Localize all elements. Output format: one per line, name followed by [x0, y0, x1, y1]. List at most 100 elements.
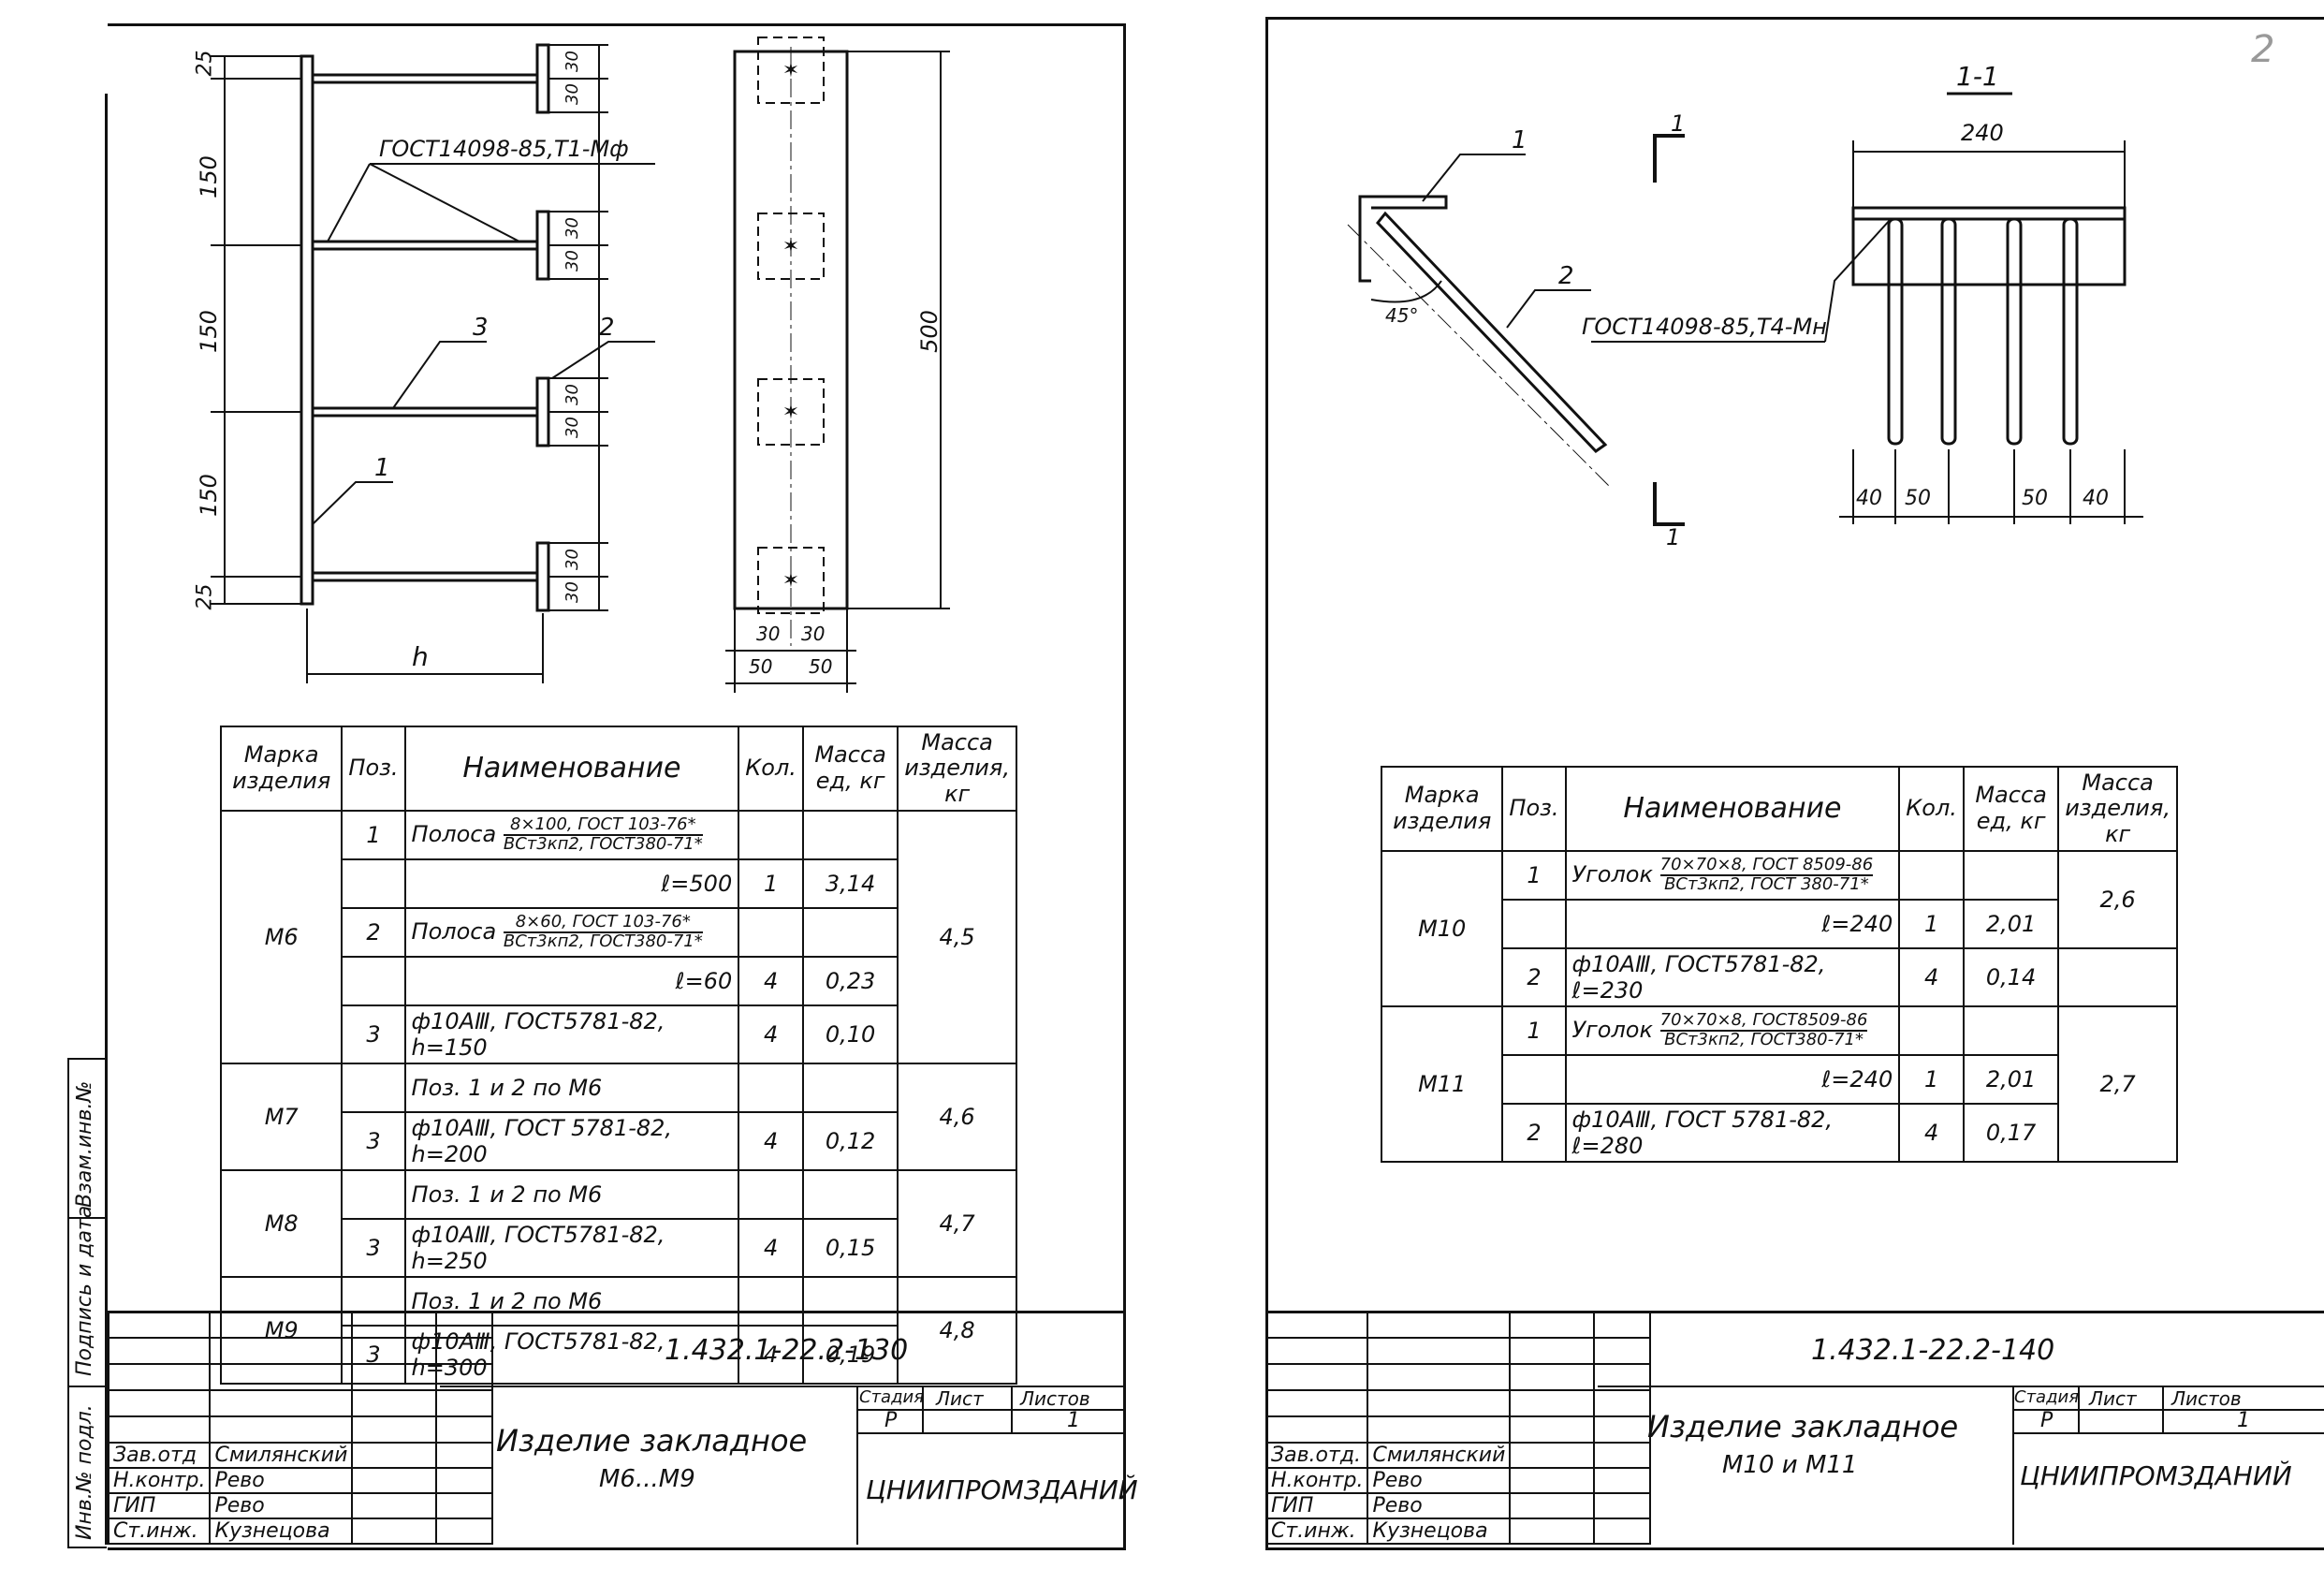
- mass-0-15: 0,15: [801, 1218, 899, 1278]
- dim-30-plan-r: 30: [801, 623, 826, 645]
- tb-code-divider-right: [1598, 1386, 2324, 1387]
- cut-label-bottom: 1: [1666, 524, 1681, 550]
- mark-m7: М7: [219, 1063, 343, 1171]
- name-polosa-100: Полоса 8×100, ГОСТ 103-76*ВСт3кп2, ГОСТ3…: [403, 810, 740, 860]
- sheet-label-left: Лист: [936, 1387, 984, 1410]
- qty-4: 4: [738, 956, 804, 1006]
- strip-divider-1: [67, 1217, 105, 1219]
- name-1: Рево: [209, 1467, 354, 1494]
- m8-qty: 4: [738, 1218, 804, 1278]
- r-hdr-qty: Кол.: [1898, 766, 1965, 852]
- corner-sheet-mark: 2: [2251, 28, 2275, 71]
- plate-elevation: [300, 54, 314, 606]
- r-name-3: Кузнецова: [1367, 1518, 1512, 1545]
- sheets-value-left: 1: [1067, 1409, 1080, 1432]
- dim-50-l: 50: [1905, 487, 1931, 510]
- r-name-1: Рево: [1367, 1467, 1512, 1494]
- mark-m11: М11: [1380, 1005, 1504, 1163]
- tb-col2-left: [1011, 1386, 1013, 1432]
- pos-label-2: 2: [599, 314, 615, 342]
- sheets-label-left: Листов: [1020, 1387, 1090, 1410]
- hdr-mark: Марка изделия: [219, 726, 343, 812]
- mass-0-19: 0,19: [801, 1325, 899, 1385]
- weld-note-left: ГОСТ14098-85,Т1-Мф: [379, 136, 629, 162]
- tb-vert-divider-left: [856, 1386, 858, 1545]
- org-right: ЦНИИПРОМЗДАНИЙ: [2020, 1460, 2292, 1491]
- rebar-diagonal: [1376, 211, 1608, 453]
- mass-0-10: 0,10: [801, 1004, 899, 1064]
- hdr-mass-item: Масса изделия, кг: [897, 726, 1017, 812]
- len-60: ℓ=60: [403, 956, 740, 1006]
- r-hdr-mass-item: Масса изделия, кг: [2057, 766, 2178, 852]
- r-hdr-name: Наименование: [1564, 766, 1901, 852]
- r-role-2: ГИП: [1264, 1492, 1369, 1519]
- tb-vert-divider-right: [2012, 1386, 2014, 1545]
- hdr-qty: Кол.: [738, 726, 804, 812]
- mass-m9: 4,8: [897, 1276, 1017, 1385]
- r-role-3: Ст.инж.: [1264, 1518, 1369, 1545]
- mass-m10: 2,6: [2057, 850, 2178, 949]
- m8-pos-3: 3: [341, 1218, 406, 1278]
- spec-table-right: Марка изделия Поз. Наименование Кол. Мас…: [1380, 766, 2178, 1163]
- doc-title-right-2: М10 и М11: [1722, 1451, 1858, 1479]
- name-rebar-230: ф10АⅢ, ГОСТ5781-82, ℓ=230: [1564, 947, 1901, 1007]
- svg-text:✶: ✶: [782, 569, 799, 593]
- hdr-name: Наименование: [403, 726, 740, 812]
- r-hdr-mass-unit: Масса ед, кг: [1962, 766, 2060, 852]
- name-0: Смилянский: [209, 1442, 354, 1469]
- m7-pos-3: 3: [341, 1111, 406, 1171]
- m10-pos-2: 2: [1501, 947, 1567, 1007]
- m10-mass-2-01: 2,01: [1962, 899, 2060, 949]
- stage-value-right: Р: [2040, 1409, 2054, 1432]
- r-name-2: Рево: [1367, 1492, 1512, 1519]
- m9-qty: 4: [738, 1325, 804, 1385]
- r-name-0: Смилянский: [1367, 1442, 1512, 1469]
- m11-mass-2-01: 2,01: [1962, 1054, 2060, 1105]
- mark-m10: М10: [1380, 850, 1504, 1007]
- dim-40-l: 40: [1856, 487, 1882, 510]
- svg-text:✶: ✶: [782, 401, 799, 424]
- title-block-left: [108, 1311, 1123, 1547]
- tb-stage-row-right: [2012, 1409, 2324, 1411]
- section-flange: [1851, 206, 2127, 221]
- svg-text:✶: ✶: [782, 59, 799, 82]
- cut-label-top: 1: [1671, 110, 1686, 137]
- section-rebars: [1887, 217, 2079, 446]
- mark-m6: М6: [219, 810, 343, 1064]
- pos-2: 2: [341, 907, 406, 958]
- name-rebar-250: ф10АⅢ, ГОСТ5781-82, h=250: [403, 1218, 740, 1278]
- role-0: Зав.отд: [107, 1442, 212, 1469]
- r-role-1: Н.контр.: [1264, 1467, 1369, 1494]
- qty-4-r3: 4: [738, 1004, 804, 1064]
- sheets-label-right: Листов: [2171, 1387, 2242, 1410]
- stage-label-left: Стадия: [859, 1387, 925, 1407]
- m11-qty-4: 4: [1898, 1103, 1965, 1163]
- doc-title-left-1: Изделие закладное: [496, 1423, 808, 1459]
- sheet-label-right: Лист: [2089, 1387, 2137, 1410]
- section-title: 1-1: [1956, 61, 1999, 92]
- title-block-right: [1265, 1311, 2324, 1547]
- svg-text:✶: ✶: [782, 235, 799, 258]
- dim-30-plan-l: 30: [756, 623, 781, 645]
- angle-label: 45°: [1385, 304, 1419, 327]
- sheets-value-right: 1: [2237, 1409, 2250, 1432]
- strip-divider-2: [67, 1386, 105, 1387]
- stage-value-left: Р: [884, 1409, 898, 1432]
- doc-code-right: 1.432.1-22.2-140: [1811, 1334, 2055, 1367]
- mass-m8: 4,7: [897, 1169, 1017, 1278]
- doc-title-left-2: М6...М9: [599, 1465, 695, 1493]
- pos-3: 3: [341, 1004, 406, 1064]
- m7-ref: Поз. 1 и 2 по М6: [403, 1063, 740, 1113]
- left-drawing: ✶ ✶ ✶ ✶: [211, 37, 950, 693]
- dim-240: 240: [1961, 120, 2004, 146]
- name-rebar-150: ф10АⅢ, ГОСТ5781-82, h=150: [403, 1004, 740, 1064]
- r-hdr-mark: Марка изделия: [1380, 766, 1504, 852]
- strip-inv-podl: Инв.№ подл.: [73, 1404, 96, 1540]
- mass-m6: 4,5: [897, 810, 1017, 1064]
- spec-table-left: Марка изделия Поз. Наименование Кол. Мас…: [219, 726, 1017, 1385]
- m10-pos-1: 1: [1501, 850, 1567, 901]
- mass-3-14: 3,14: [801, 858, 899, 909]
- left-sheet-edge: [105, 94, 108, 1545]
- dim-40-r: 40: [2083, 487, 2109, 510]
